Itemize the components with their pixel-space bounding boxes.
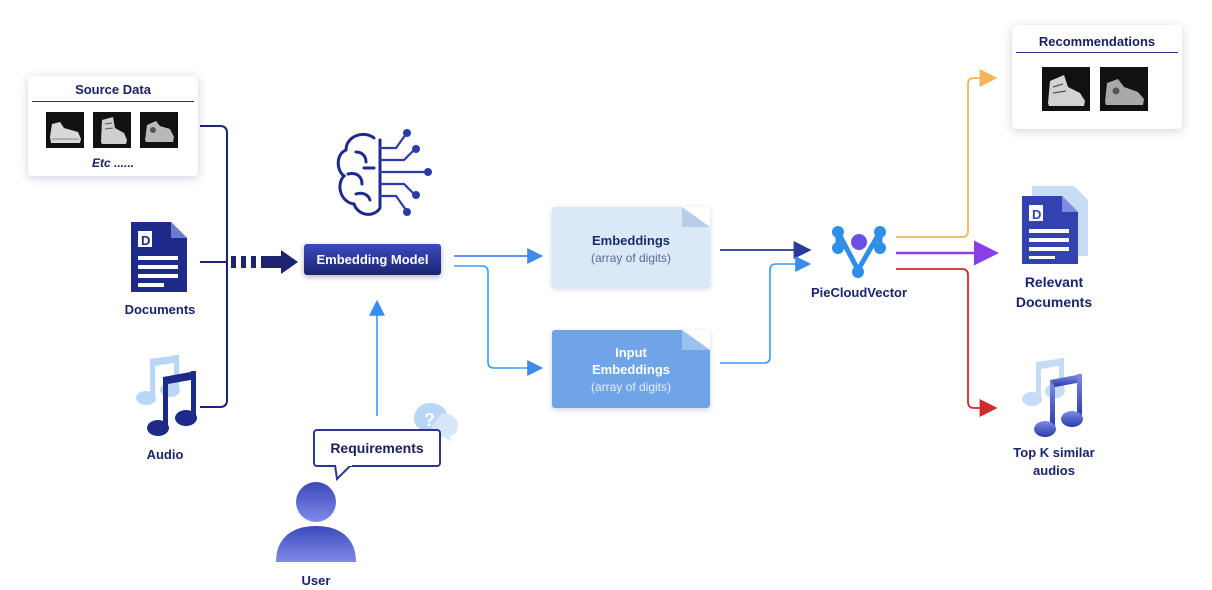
relevant-documents-label-line1: Relevant [1024,274,1084,290]
source-data-title: Source Data [75,82,151,97]
similar-audios-label-line2: audios [1033,463,1075,478]
svg-text:?: ? [424,410,435,430]
user-avatar-icon [276,482,356,562]
dashed-arrow-to-model [231,250,298,274]
source-connector [200,125,228,408]
recommendations-card: Recommendations [1012,25,1182,129]
svg-text:D: D [1032,207,1041,222]
input-embeddings-to-vector-arrow [720,256,812,364]
embeddings-subtitle: (array of digits) [590,251,672,265]
similar-audios-label-line1: Top K similar [1013,445,1095,460]
input-embeddings-title-line1: Input [615,345,647,360]
audio-label: Audio [146,447,184,462]
embeddings-title: Embeddings [591,233,670,248]
documents-icon: D [131,222,187,292]
vector-to-audio-arrow [896,268,998,417]
user-label: User [301,573,331,588]
embedding-model-box: Embedding Model [304,244,441,275]
piecloudvector-logo-icon [832,226,886,278]
recommended-shoe-2 [1100,67,1148,111]
similar-audios-icon [1022,358,1083,437]
documents-label: Documents [124,302,196,317]
relevant-documents-icon: D [1022,186,1088,264]
shoe-thumbnail-2 [93,112,131,148]
embeddings-card-fold [682,207,710,227]
shoe-thumbnail-1 [46,112,84,148]
input-embeddings-card: Input Embeddings (array of digits) [552,330,710,408]
embeddings-card: Embeddings (array of digits) [552,207,710,287]
source-data-card: Source Data Etc ...... [28,76,198,176]
input-embeddings-title-line2: Embeddings [591,362,670,377]
relevant-documents-label-line2: Documents [1015,294,1093,310]
requirements-bubble: Requirements [313,429,441,467]
shoe-thumbnail-3 [140,112,178,148]
brain-ai-icon [336,129,432,216]
model-to-input-embeddings-arrow [454,265,544,376]
requirements-bubble-tail [334,465,352,481]
input-embeddings-card-fold [682,330,710,350]
piecloudvector-label: PieCloudVector [810,285,908,300]
audio-icon [136,355,197,436]
input-embeddings-subtitle: (array of digits) [590,380,672,394]
vector-to-recommendations-arrow [896,69,998,238]
svg-text:D: D [141,233,150,248]
recommendations-rule [1016,52,1178,53]
recommendations-title: Recommendations [1038,34,1156,49]
source-data-etc: Etc ...... [91,156,134,170]
source-data-rule [32,101,194,102]
recommended-shoe-1 [1042,67,1090,111]
